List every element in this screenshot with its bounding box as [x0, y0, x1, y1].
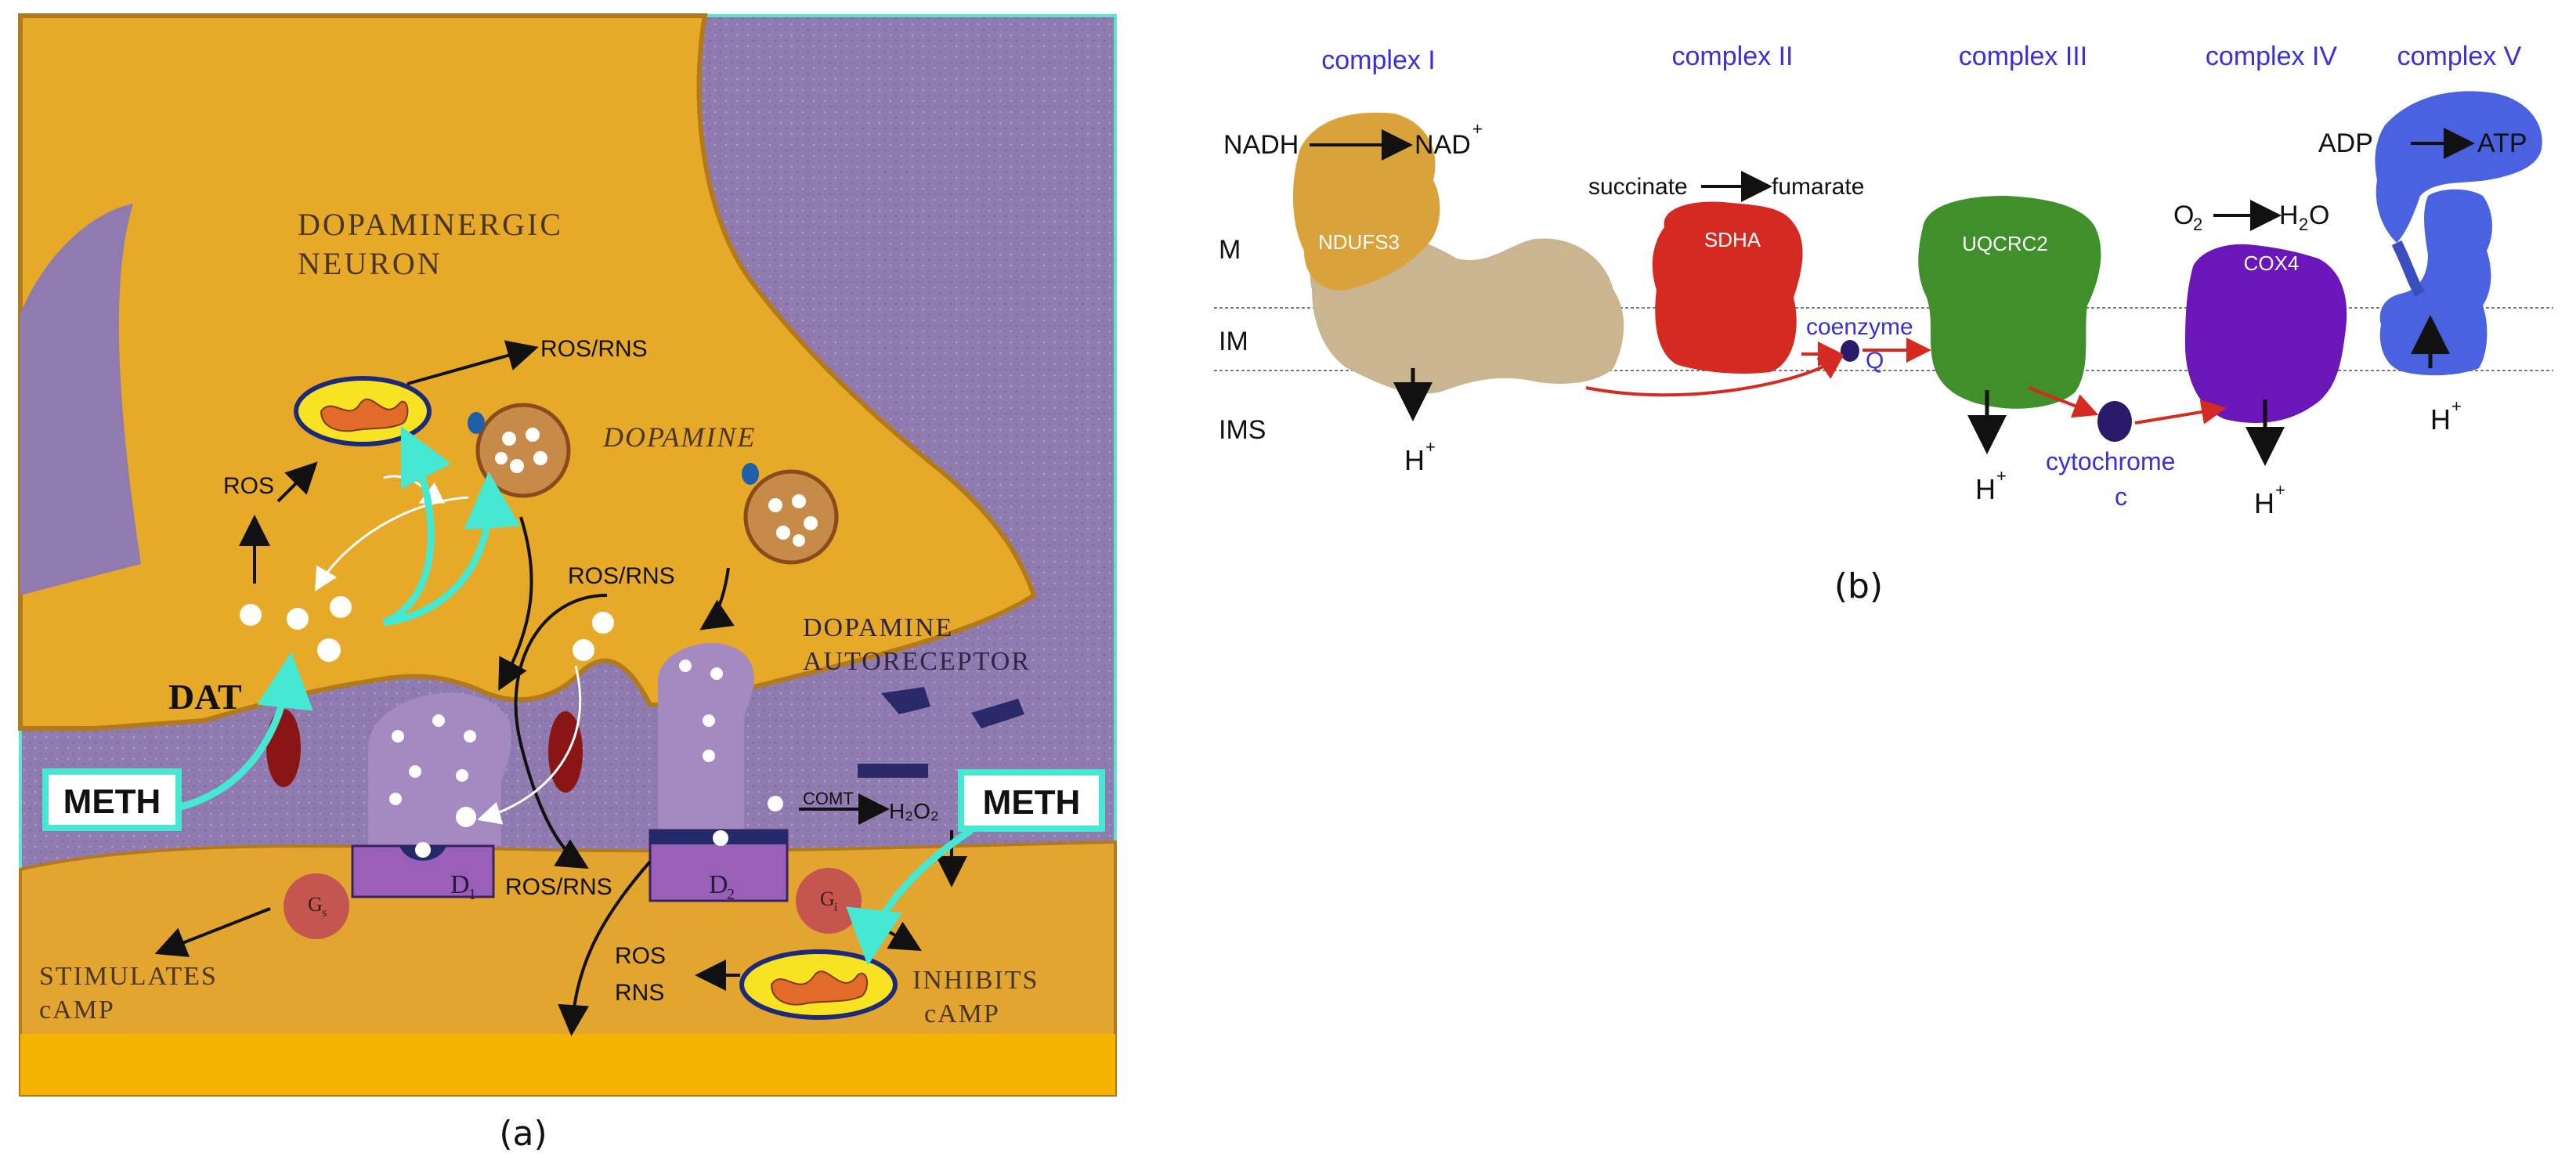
vesicle-2: [742, 463, 839, 565]
g-protein-s: G s: [284, 873, 349, 939]
fumarate-label: fumarate: [1772, 174, 1864, 200]
g-protein-i: G i: [796, 868, 862, 934]
proton-3-sup: +: [1996, 466, 2007, 486]
mitochondrion-top: [294, 376, 432, 446]
neuron-label-line2: NEURON: [298, 246, 443, 281]
complex-3-title: complex III: [1959, 42, 2087, 71]
d1-sub: 1: [468, 886, 476, 903]
ros-rns-bottom-label: ROS/RNS: [505, 874, 612, 900]
complex-3: UQCRC2: [1918, 196, 2101, 409]
receptor-d2: D 2: [649, 829, 789, 903]
subunit-sdha: SDHA: [1704, 228, 1761, 251]
coenzyme-label-line1: coenzyme: [1806, 314, 1913, 340]
meth-box-right: METH: [958, 769, 1105, 832]
complex-2: SDHA: [1652, 201, 1803, 374]
panel-a-caption: (a): [499, 1114, 547, 1154]
complex-4-title: complex IV: [2206, 42, 2337, 71]
mitochondrion-bottom: [739, 949, 898, 1020]
region-label-im: IM: [1219, 327, 1248, 356]
exocytosis-vesicle-left: [368, 692, 511, 846]
proton-1-sup: +: [1425, 437, 1436, 457]
proton-4-sup: +: [2275, 480, 2285, 500]
atp-label: ATP: [2477, 128, 2527, 158]
gi-label: G: [820, 887, 835, 910]
d1-label: D: [450, 870, 470, 899]
stimulates-label-line1: STIMULATES: [39, 962, 218, 991]
panel-b-caption: (b): [1834, 566, 1883, 606]
proton-5-label: H: [2430, 403, 2451, 436]
gs-label: G: [308, 893, 323, 916]
inhibits-label-line1: INHIBITS: [912, 966, 1039, 995]
adp-label: ADP: [2318, 128, 2373, 158]
meth-box-left: METH: [42, 768, 182, 831]
meth-arrows: [179, 425, 974, 966]
h2o2-label: H₂O₂: [889, 799, 939, 823]
electron-flow-arrows: [1585, 338, 2227, 425]
cytochrome-label-line2: c: [2115, 482, 2127, 511]
autoreceptor-label-line1: DOPAMINE: [803, 613, 953, 642]
dat-label: DAT: [168, 677, 242, 717]
complex-2-title: complex II: [1672, 42, 1794, 71]
o2-subscript: 2: [2193, 215, 2202, 234]
comt-label: COMT: [803, 789, 854, 808]
ros-rns-top-label: ROS/RNS: [540, 336, 648, 362]
h2o-o-label: O: [2309, 201, 2329, 230]
stimulates-label-line2: cAMP: [39, 996, 115, 1025]
ros-bottom-label: ROS: [615, 943, 666, 969]
complex-1-title: complex I: [1321, 45, 1436, 75]
ros-rns-mid-label: ROS/RNS: [568, 563, 675, 589]
subunit-ndufs3: NDUFS3: [1318, 230, 1400, 254]
subunit-cox4: COX4: [2244, 251, 2300, 275]
postsynaptic-base: [20, 1034, 1115, 1095]
complex-4: COX4: [2185, 244, 2347, 423]
gi-sub: i: [834, 901, 838, 914]
subunit-uqcrc2: UQCRC2: [1962, 232, 2048, 255]
inhibits-label-line2: cAMP: [924, 999, 1000, 1028]
cytochrome-c-molecule: [2097, 401, 2132, 442]
neuron-label-line1: DOPAMINERGIC: [298, 207, 563, 242]
nad-label: NAD: [1414, 130, 1471, 160]
gs-sub: s: [322, 906, 327, 920]
o2-label: O: [2173, 201, 2194, 230]
proton-5-sup: +: [2451, 396, 2462, 416]
proton-4-label: H: [2254, 487, 2274, 519]
meth-right-label: METH: [983, 783, 1081, 822]
h2o-h-label: H: [2279, 201, 2299, 230]
dat-transporter-right: [548, 711, 583, 793]
coenzyme-label-line2: Q: [1866, 348, 1884, 374]
panel-b: complex I complex II complex III complex…: [1214, 42, 2553, 606]
d2-sub: 2: [727, 886, 735, 903]
complex-5: [2375, 91, 2542, 376]
cytochrome-label-line1: cytochrome: [2046, 447, 2175, 475]
receptor-d1: D 1: [351, 842, 495, 903]
proton-3-label: H: [1975, 473, 1996, 505]
proton-1-label: H: [1404, 444, 1425, 476]
proton-arrows: [1393, 315, 2450, 466]
dopamine-label: DOPAMINE: [602, 421, 756, 453]
region-label-ims: IMS: [1219, 415, 1266, 445]
rns-bottom-label: RNS: [615, 980, 664, 1006]
autoreceptor-label-line2: AUTORECEPTOR: [803, 647, 1031, 676]
h2o-subscript: 2: [2299, 215, 2308, 234]
dat-transporter-left: [266, 709, 301, 787]
nad-superscript: +: [1472, 119, 1483, 139]
black-arrows: [154, 340, 967, 1036]
ros-label: ROS: [223, 473, 274, 499]
autoreceptor-1: [881, 687, 930, 714]
succinate-label: succinate: [1588, 174, 1688, 200]
panel-a: DOPAMINERGIC NEURON DOPAMINE: [18, 13, 1117, 1154]
left-extracellular-region: [20, 204, 141, 595]
region-label-m: M: [1219, 235, 1241, 265]
meth-left-label: METH: [63, 782, 161, 821]
complex-5-title: complex V: [2397, 42, 2522, 71]
autoreceptor-2: [971, 699, 1024, 728]
nadh-label: NADH: [1223, 130, 1299, 160]
d2-label: D: [709, 870, 728, 899]
dopamine-molecules: [240, 596, 783, 827]
coenzyme-q-molecule: [1841, 340, 1859, 362]
exocytosis-vesicle-right: [658, 643, 754, 830]
autoreceptor-3: [858, 764, 928, 778]
